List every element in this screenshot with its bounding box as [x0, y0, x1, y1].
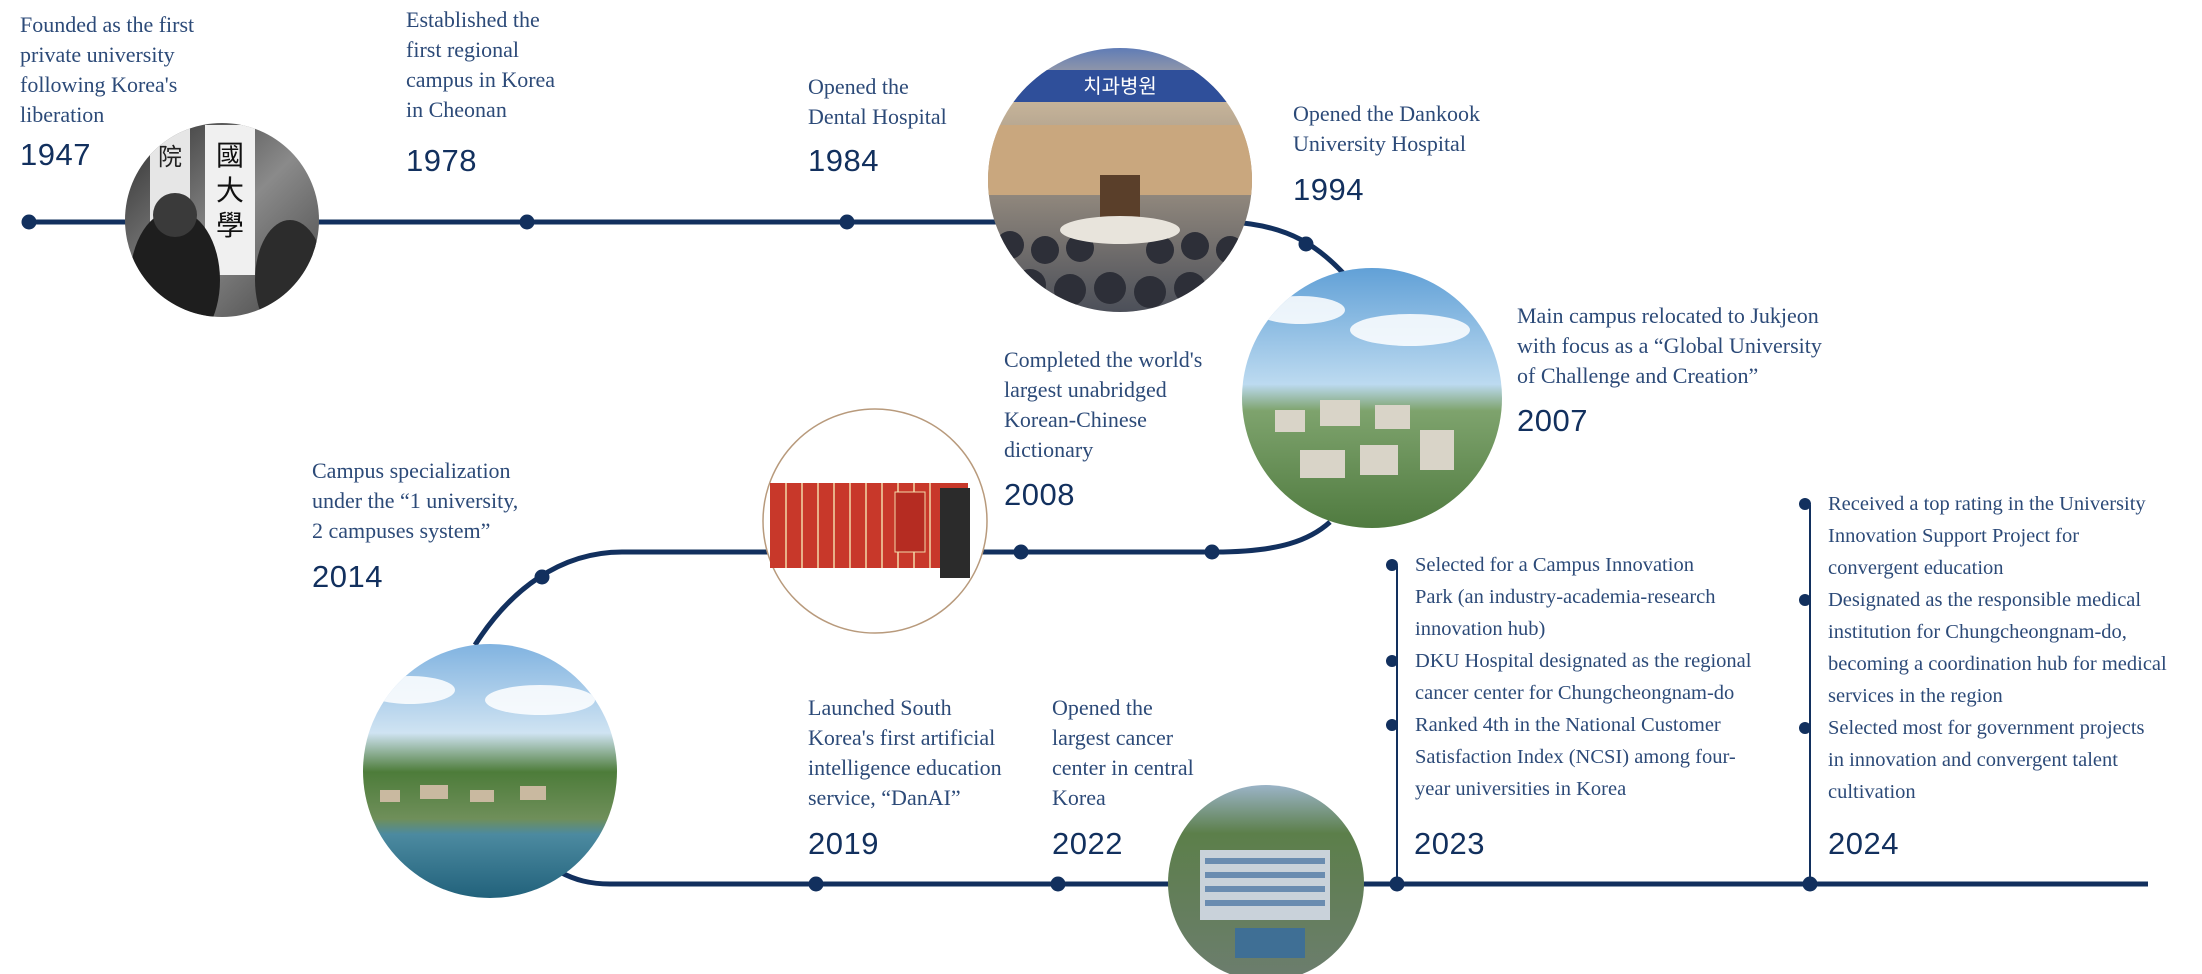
- list-item-2023-2: DKU Hospital designated as the regional …: [1386, 645, 1813, 709]
- year-2019: 2019: [808, 826, 879, 861]
- label-1994: Opened the Dankook University Hospital: [1293, 101, 1480, 156]
- dot-1984: [839, 214, 855, 230]
- year-2007: 2007: [1517, 403, 1588, 438]
- year-1984: 1984: [808, 143, 879, 178]
- year-1947: 1947: [20, 137, 91, 172]
- label-1978: Established the first regional campus in…: [406, 7, 556, 122]
- label-1984: Opened the Dental Hospital: [808, 74, 947, 129]
- label-2014: Campus specialization under the “1 unive…: [312, 458, 519, 543]
- list-2023: Selected for a Campus Innovation Park (a…: [1386, 549, 1813, 805]
- list-item-2024-1: Received a top rating in the University …: [1799, 488, 2198, 584]
- photo-1984-dental-ceremony: 치과병원: [988, 48, 1252, 312]
- timeline-dots: [21, 214, 1818, 892]
- svg-text:學: 學: [216, 209, 244, 242]
- year-2024: 2024: [1828, 826, 1899, 861]
- dot-2022: [1050, 876, 1066, 892]
- svg-text:國: 國: [216, 139, 244, 172]
- year-2022: 2022: [1052, 826, 1123, 861]
- dot-1947: [21, 214, 37, 230]
- label-2022: Opened the largest cancer center in cent…: [1052, 695, 1194, 810]
- year-1978: 1978: [406, 143, 477, 178]
- photo-2008-dictionary: [762, 408, 988, 634]
- dot-2008: [1013, 544, 1029, 560]
- dot-2019: [808, 876, 824, 892]
- list-item-2023-1: Selected for a Campus Innovation Park (a…: [1386, 549, 1813, 645]
- dot-2014: [534, 569, 550, 585]
- label-2007: Main campus relocated to Jukjeon with fo…: [1517, 303, 1822, 388]
- label-2008: Completed the world's largest unabridged…: [1004, 347, 1203, 462]
- photo-2014-cheonan-campus: [363, 644, 617, 898]
- label-1947: Founded as the first private university …: [20, 12, 195, 127]
- dot-1994: [1298, 236, 1314, 252]
- svg-text:院: 院: [158, 143, 182, 171]
- list-item-2024-2: Designated as the responsible medical in…: [1799, 584, 2198, 712]
- svg-text:大: 大: [216, 174, 244, 207]
- svg-text:치과병원: 치과병원: [1083, 74, 1157, 98]
- photo-1947-signboard: 國 大 學 院: [125, 123, 319, 317]
- list-item-2023-3: Ranked 4th in the National Customer Sati…: [1386, 709, 1813, 805]
- year-2014: 2014: [312, 559, 383, 594]
- list-item-2024-3: Selected most for government projects in…: [1799, 712, 2198, 808]
- label-2019: Launched South Korea's first artificial …: [808, 695, 1002, 810]
- year-2008: 2008: [1004, 477, 1075, 512]
- dot-1978: [519, 214, 535, 230]
- year-1994: 1994: [1293, 172, 1364, 207]
- photo-2007-jukjeon-campus: [1242, 268, 1502, 528]
- dot-2007: [1204, 544, 1220, 560]
- year-2023: 2023: [1414, 826, 1485, 861]
- list-2024: Received a top rating in the University …: [1799, 488, 2198, 808]
- photo-2022-cancer-center: [1168, 785, 1364, 974]
